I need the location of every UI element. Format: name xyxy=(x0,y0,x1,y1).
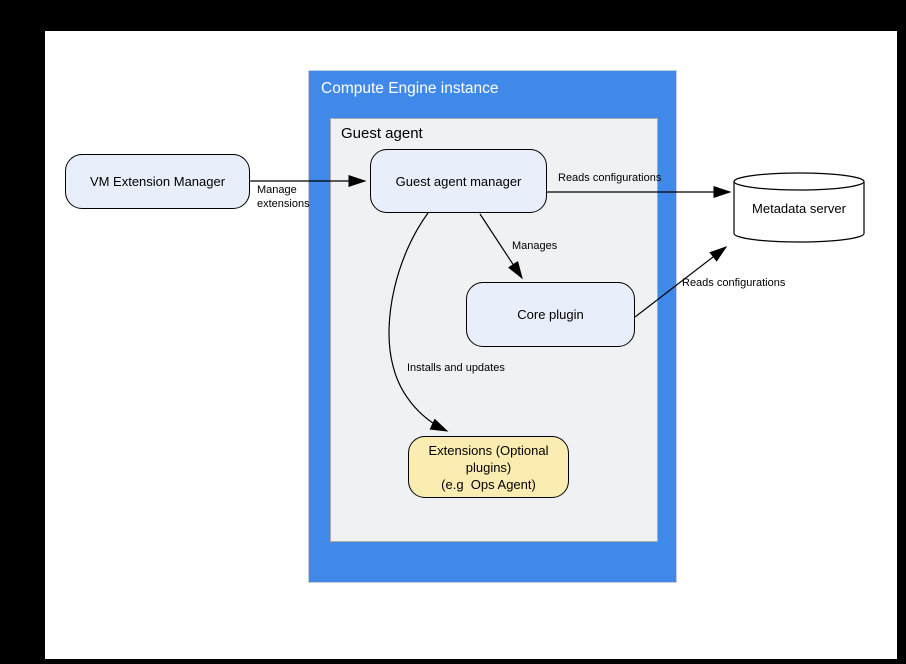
node-guest-agent-manager-label: Guest agent manager xyxy=(395,173,522,189)
node-metadata-server-label: Metadata server xyxy=(752,200,846,216)
node-extensions-sublabel: (e.g Ops Agent) xyxy=(441,476,536,492)
guest-agent-title: Guest agent xyxy=(341,125,423,142)
edge-label-installs-and-updates: Installs and updates xyxy=(407,362,505,374)
node-metadata-server-label-wrap: Metadata server xyxy=(734,178,864,238)
node-extensions: Extensions (Optional plugins) (e.g Ops A… xyxy=(408,436,569,498)
node-core-plugin: Core plugin xyxy=(466,282,635,347)
node-vm-extension-manager-label: VM Extension Manager xyxy=(89,174,226,189)
node-vm-extension-manager: VM Extension Manager xyxy=(65,154,250,209)
edge-label-reads-configurations-bottom: Reads configurations xyxy=(682,277,786,289)
edge-label-manages: Manages xyxy=(512,240,558,252)
compute-engine-instance-title: Compute Engine instance xyxy=(321,80,499,97)
node-extensions-label: Extensions (Optional plugins) xyxy=(428,442,549,475)
node-core-plugin-label: Core plugin xyxy=(517,307,584,322)
edge-label-reads-configurations-top: Reads configurations xyxy=(558,172,662,184)
diagram-canvas: Compute Engine instance Guest agent VM E… xyxy=(45,31,897,659)
edge-label-manage-extensions: Manage extensions xyxy=(257,184,310,210)
node-guest-agent-manager: Guest agent manager xyxy=(370,149,547,213)
